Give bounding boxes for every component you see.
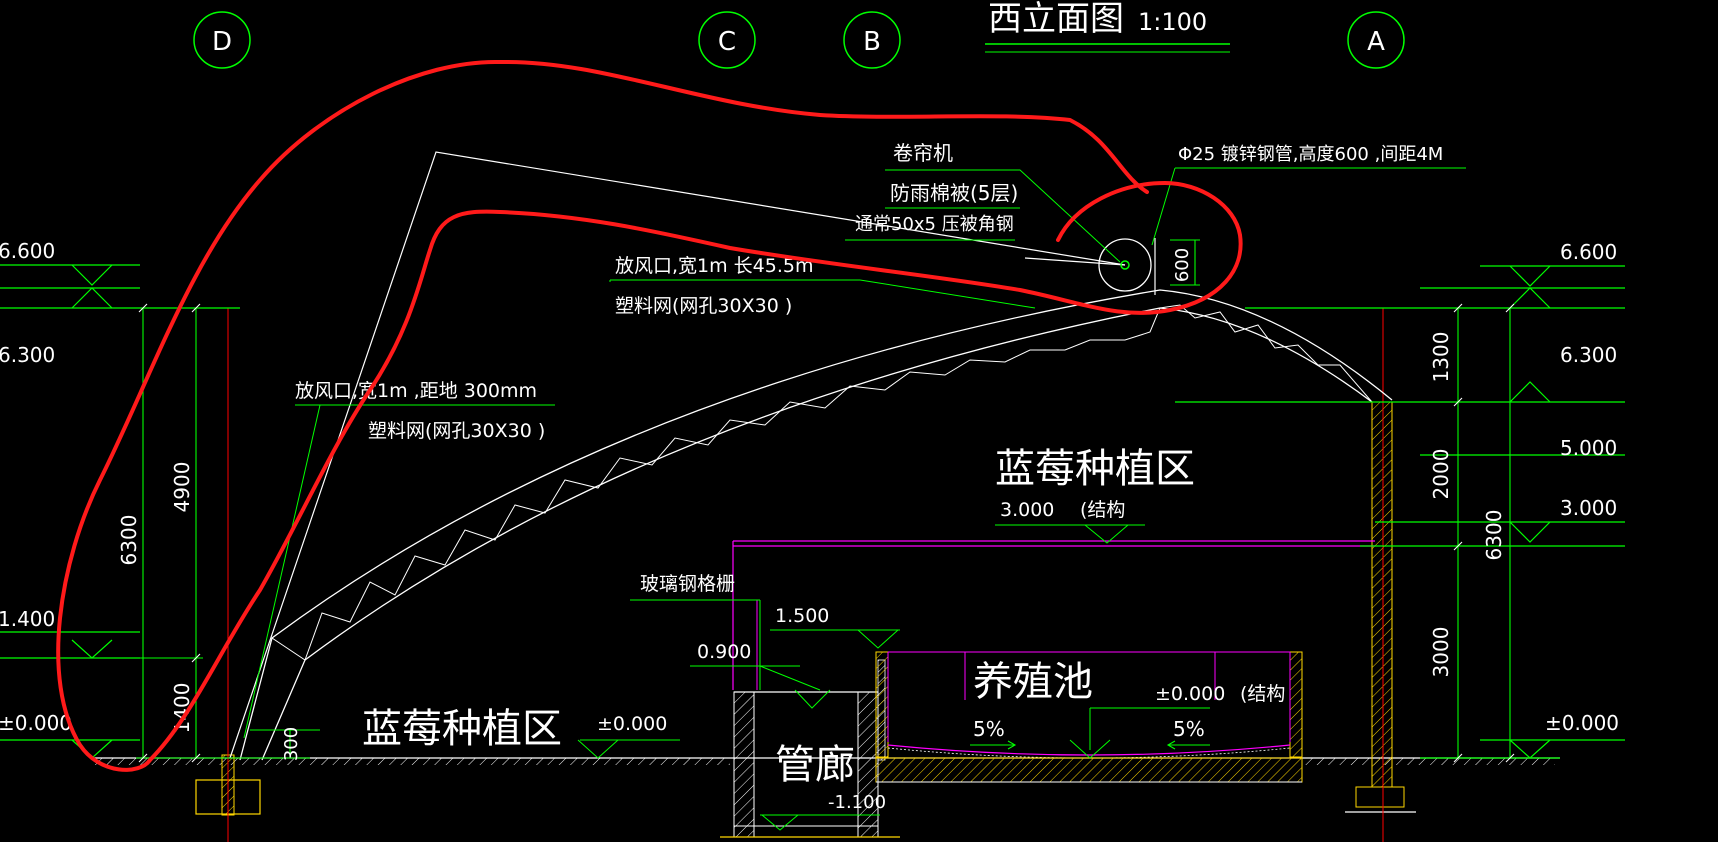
grid-axis-d: D: [193, 11, 251, 69]
dimension-label: 2000: [1429, 449, 1453, 500]
annotation-quilt: 防雨棉被(5层): [890, 181, 1018, 205]
annotation-top-vent: 放风口,宽1m 长45.5m: [615, 255, 814, 277]
annotation-side-vent: 放风口,宽1m ,距地 300mm: [295, 380, 537, 402]
elevation-label: 3.000: [1560, 496, 1617, 520]
slope-left: 5%: [973, 717, 1005, 741]
drawing-title: 西立面图 1:100: [985, 0, 1230, 53]
red-markup-outline: [56, 59, 1243, 772]
annotation-grating: 玻璃钢格栅: [640, 573, 735, 595]
pool-label: 养殖池: [973, 659, 1093, 705]
level-0900: 0.900: [697, 641, 751, 663]
grid-axis-label: B: [863, 27, 881, 57]
elevation-label: ±0.000: [1545, 711, 1619, 735]
elevation-label: 6.300: [0, 343, 55, 367]
upper-slab: [732, 540, 1375, 690]
corridor-level: -1.100: [828, 792, 886, 813]
slope-arrows: [970, 740, 1210, 750]
zone-note-upper: (结构: [1080, 499, 1125, 521]
annotation-side-net: 塑料网(网孔30X30 ): [368, 420, 545, 442]
dimension-label: 6300: [117, 515, 141, 566]
level-1500: 1.500: [775, 605, 829, 627]
zone-level-lower: ±0.000: [597, 713, 667, 735]
left-elevation-markers: [0, 264, 240, 759]
red-centerlines: [227, 308, 1384, 842]
zone-label-upper: 蓝莓种植区: [995, 446, 1195, 492]
dimension-label: 300: [281, 727, 302, 761]
grid-axis-label: D: [212, 27, 232, 57]
quilt-line: [229, 151, 1126, 759]
dimension-label: 600: [1172, 248, 1193, 282]
title-text: 西立面图: [988, 0, 1124, 39]
annotation-roller: 卷帘机: [893, 141, 953, 165]
slope-right: 5%: [1173, 717, 1205, 741]
annotation-angle-steel: 通常50x5 压被角钢: [855, 214, 1014, 235]
grid-axis-b: B: [843, 11, 901, 69]
left-dimensions: [136, 303, 320, 763]
grid-axis-label: A: [1367, 27, 1385, 57]
annotation-pipe: Φ25 镀锌钢管,高度600 ,间距4M: [1178, 144, 1443, 165]
right-elevation-labels: 6.600 6.300 5.000 3.000 ±0.000: [1545, 240, 1619, 735]
left-elevation-labels: 6.600 6.300 1.400 ±0.000: [0, 239, 72, 735]
annotation-top-net: 塑料网(网孔30X30 ): [615, 295, 792, 317]
grid-axis-label: C: [718, 27, 736, 57]
zone-label-lower: 蓝莓种植区: [362, 706, 562, 752]
ground-line: [90, 757, 1560, 765]
corridor-label: 管廊: [775, 742, 855, 788]
right-dimension-labels: 1300 2000 3000 6300 600: [1172, 248, 1506, 678]
elevation-label: 6.300: [1560, 343, 1617, 367]
pool-structure: [875, 651, 1303, 783]
elevation-label: 5.000: [1560, 436, 1617, 460]
leader-lines: [243, 167, 1466, 831]
annotations: 卷帘机 防雨棉被(5层) 通常50x5 压被角钢 Φ25 镀锌钢管,高度600 …: [295, 141, 1443, 813]
grid-axis-c: C: [698, 11, 756, 69]
elevation-label: 6.600: [0, 239, 55, 263]
zone-level-upper: 3.000: [1000, 499, 1054, 521]
roller-machine: [1098, 238, 1156, 295]
right-dimensions: [1170, 239, 1518, 763]
elevation-label: 6.600: [1560, 240, 1617, 264]
arch-truss: [239, 289, 1393, 761]
pool-note: (结构: [1240, 683, 1285, 705]
pool-level: ±0.000: [1155, 683, 1225, 705]
dimension-label: 3000: [1429, 627, 1453, 678]
elevation-label: ±0.000: [0, 711, 72, 735]
dimension-label: 6300: [1482, 510, 1506, 561]
left-dimension-labels: 6300 4900 1400 300: [117, 462, 302, 762]
elevation-label: 1.400: [0, 607, 55, 631]
scale-text: 1:100: [1138, 8, 1207, 36]
right-column: [1345, 401, 1416, 813]
dimension-label: 4900: [170, 462, 194, 513]
dimension-label: 1300: [1429, 332, 1453, 383]
grid-axis-a: A: [1347, 11, 1405, 69]
